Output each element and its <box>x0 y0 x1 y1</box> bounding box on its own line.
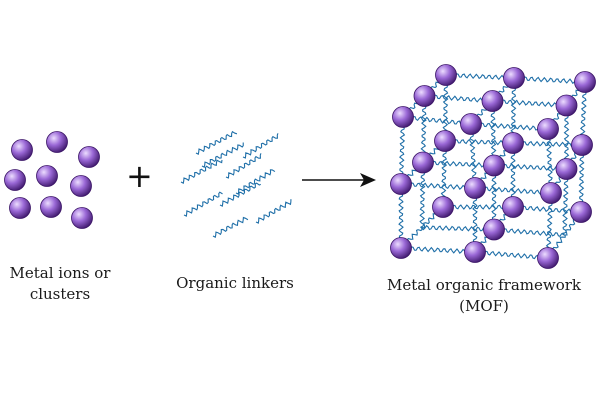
organic-linker <box>183 191 223 217</box>
metal-ion-sphere <box>4 169 26 191</box>
framework-linker <box>400 181 476 191</box>
mof-metal-node <box>540 182 562 204</box>
organic-linker <box>255 199 292 224</box>
framework-linker <box>493 227 565 237</box>
framework-linker <box>512 204 582 215</box>
metal-ion-sphere <box>9 197 31 219</box>
organic-linker <box>201 142 244 168</box>
metal-ion-sphere <box>70 175 92 197</box>
organic-linker <box>195 130 238 155</box>
mof-metal-node <box>392 106 414 128</box>
mof-metal-node <box>435 64 457 86</box>
mof-metal-node <box>571 134 593 156</box>
metal-ion-sphere <box>11 139 33 161</box>
mof-metal-node <box>537 118 559 140</box>
metal-ions-label-line2: clusters <box>29 285 91 303</box>
framework-linker <box>513 75 586 85</box>
organic-linker <box>219 182 261 207</box>
organic-linkers-group <box>180 130 292 238</box>
metal-ion-sphere <box>36 165 58 187</box>
framework-linker <box>440 140 448 208</box>
framework-linker <box>512 140 583 148</box>
metal-ion-sphere <box>78 146 100 168</box>
mof-metal-node <box>502 132 524 154</box>
mof-metal-node <box>574 71 596 93</box>
mof-metal-node <box>464 241 486 263</box>
metal-ion-sphere <box>71 207 93 229</box>
mof-metal-node <box>483 154 505 177</box>
metal-ion-sphere <box>40 196 62 218</box>
mof-metal-node <box>481 90 504 112</box>
framework-linker <box>474 185 552 196</box>
mof-metal-node <box>390 237 412 259</box>
mof-metal-node <box>537 247 559 269</box>
framework-linker <box>442 204 514 210</box>
mof-metal-node <box>483 218 505 241</box>
mof-metal-node <box>460 113 482 135</box>
organic-linker <box>212 216 249 238</box>
organic-linker <box>235 169 276 195</box>
framework-linker <box>578 144 585 213</box>
framework-linker <box>562 168 570 236</box>
mof-metal-node <box>503 67 525 89</box>
organic-linkers-label-text: Organic linkers <box>176 274 294 292</box>
organic-linkers-label: Organic linkers <box>170 273 300 294</box>
framework-linker <box>492 98 568 108</box>
mof-metal-node <box>412 151 434 174</box>
metal-spheres <box>4 64 596 269</box>
mof-metal-node <box>502 196 524 218</box>
mof-metal-node <box>555 94 578 117</box>
framework-linker <box>420 95 428 163</box>
framework-linker <box>445 72 515 81</box>
mof-metal-node <box>432 196 454 218</box>
metal-ion-sphere <box>46 131 68 153</box>
organic-linker <box>225 153 262 179</box>
framework-linker <box>398 116 406 185</box>
arrow-head <box>360 173 376 187</box>
organic-linker <box>242 133 279 159</box>
framework-linker <box>421 224 495 232</box>
mof-metal-node <box>434 130 456 152</box>
framework-linker <box>400 245 476 255</box>
reaction-arrow <box>302 173 376 187</box>
framework-linker <box>442 74 449 142</box>
mof-label: Metal organic framework (MOF) <box>384 275 584 317</box>
framework-linker <box>474 249 549 261</box>
plus-sign: + <box>126 157 153 195</box>
metal-ions-label-line1: Metal ions or <box>9 264 111 282</box>
mof-metal-node <box>570 201 592 223</box>
mof-metal-node <box>464 177 486 199</box>
framework-linker <box>422 159 495 168</box>
framework-linker <box>470 121 549 131</box>
mof-metal-node <box>390 173 412 195</box>
framework-linker <box>493 162 567 172</box>
framework-linker <box>402 114 472 127</box>
metal-ions-label: Metal ions or clusters <box>6 263 114 305</box>
mof-metal-node <box>555 158 578 180</box>
framework-linker <box>424 93 494 104</box>
mof-label-line1: Metal organic framework <box>386 276 582 294</box>
mof-label-line2: (MOF) <box>459 297 509 315</box>
framework-linker <box>444 138 514 146</box>
mof-metal-node <box>413 85 436 107</box>
framework-linker <box>419 162 426 228</box>
organic-linker <box>180 159 223 184</box>
